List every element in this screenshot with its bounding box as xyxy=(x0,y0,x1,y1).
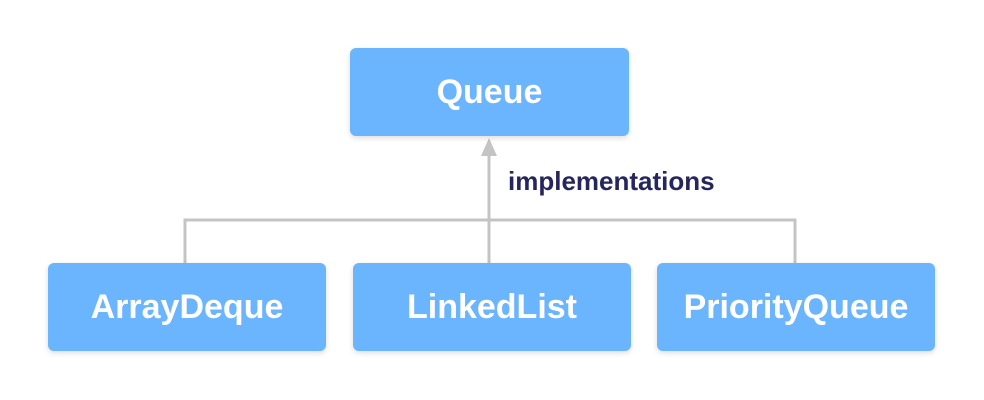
queue-node: Queue xyxy=(350,48,629,136)
linkedlist-node: LinkedList xyxy=(353,263,631,351)
implementations-label: implementations xyxy=(508,166,715,196)
priorityqueue-node-label: PriorityQueue xyxy=(683,287,909,326)
linkedlist-node-label: LinkedList xyxy=(406,287,578,326)
arraydeque-node-label: ArrayDeque xyxy=(90,287,284,326)
queue-node-label: Queue xyxy=(436,72,543,111)
arrowhead-icon xyxy=(481,138,497,156)
arraydeque-node: ArrayDeque xyxy=(48,263,326,351)
priorityqueue-node: PriorityQueue xyxy=(657,263,935,351)
